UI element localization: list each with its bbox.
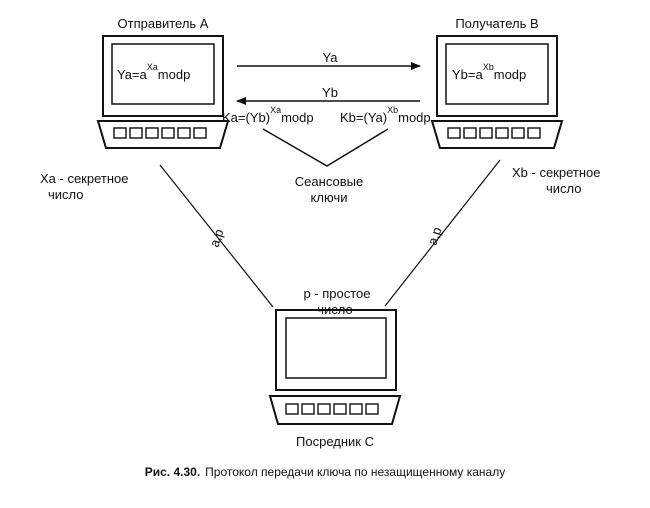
sender-computer: Отправитель А Ya=aXamodp Xa - секретное … <box>40 16 230 202</box>
sender-screen <box>111 43 215 105</box>
intermediary-note-2: число <box>317 302 353 317</box>
intermediary-keys <box>285 403 379 415</box>
intermediary-title: Посредник С <box>296 434 374 449</box>
link-left-label: a,p <box>207 227 227 249</box>
intermediary-note: р - простое <box>303 286 370 301</box>
receiver-formula: Yb=aXbmodp <box>452 62 526 82</box>
key-kb: Kb=(Ya)Xbmodp <box>340 105 431 125</box>
sender-keyboard <box>96 120 230 149</box>
sender-keys <box>113 127 207 139</box>
link-sender-intermediary <box>159 164 274 308</box>
sender-secret-label-2: число <box>48 187 84 202</box>
intermediary-keyboard <box>268 395 402 425</box>
link-right-label: a,p <box>425 225 445 247</box>
receiver-screen <box>445 43 549 105</box>
sender-secret-label: Xa - секретное <box>40 171 129 186</box>
intermediary-computer: Посредник С р - простое число <box>268 286 402 449</box>
figure-caption: Рис. 4.30.Протокол передачи ключа по нез… <box>145 465 505 479</box>
session-keys-label: Сеансовые <box>295 174 363 189</box>
receiver-secret-label: Xb - секретное <box>512 165 601 180</box>
message-ya: Ya <box>323 50 339 65</box>
message-yb: Yb <box>322 85 338 100</box>
sender-formula: Ya=aXamodp <box>117 62 190 82</box>
receiver-computer: Получатель В Yb=aXbmodp Xb - секретное ч… <box>430 16 601 196</box>
sender-title: Отправитель А <box>118 16 209 31</box>
receiver-keys <box>447 127 541 139</box>
receiver-secret-label-2: число <box>546 181 582 196</box>
receiver-keyboard <box>430 120 564 149</box>
key-ka: Ka=(Yb)Xamodp <box>222 105 314 125</box>
session-keys-label-2: ключи <box>311 190 348 205</box>
receiver-title: Получатель В <box>455 16 538 31</box>
link-receiver-intermediary <box>384 159 501 307</box>
session-keys-connector <box>262 128 389 167</box>
intermediary-screen <box>285 317 387 379</box>
